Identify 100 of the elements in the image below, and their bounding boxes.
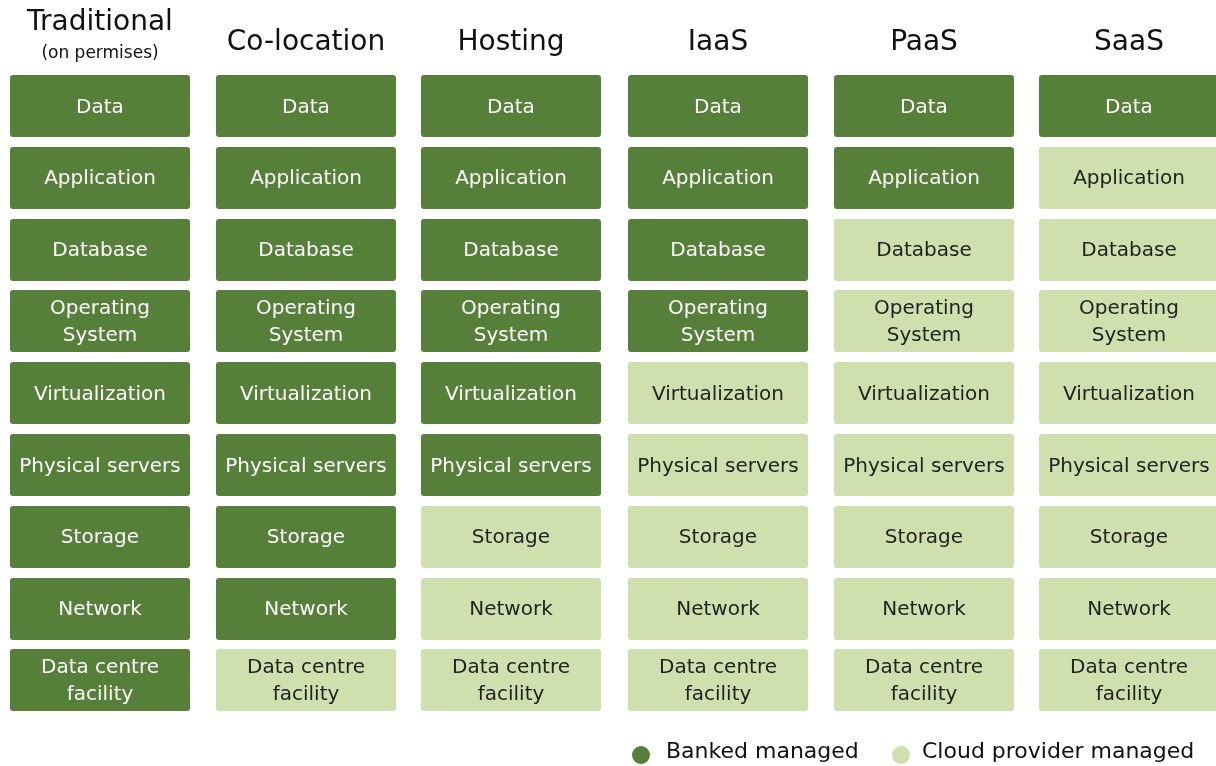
- layer-label: Virtualization: [445, 379, 577, 407]
- layer-box: [1039, 75, 1216, 137]
- layer-label: Database: [52, 236, 148, 264]
- layer-label: Data: [487, 92, 535, 120]
- layer-box: [10, 146, 190, 209]
- layer-label: Operating System: [49, 294, 151, 349]
- layer-label: Storage: [1089, 523, 1169, 551]
- layer-box: [216, 505, 396, 568]
- layer-box: [10, 218, 190, 281]
- layer-box: [628, 146, 808, 209]
- layer-label: Data centre facility: [864, 653, 984, 708]
- layer-box: [216, 577, 396, 640]
- layer-label: Data: [76, 92, 124, 120]
- layer-box: [216, 146, 396, 209]
- layer-label: Virtualization: [652, 379, 784, 407]
- layer-box: [421, 434, 601, 496]
- layer-box: [834, 577, 1014, 640]
- layer-box: [628, 649, 808, 712]
- layer-label: Storage: [266, 523, 346, 551]
- layer-box: [421, 218, 601, 281]
- layer-box: [216, 362, 396, 425]
- layer-label: Virtualization: [1063, 379, 1195, 407]
- layer-box: [1039, 290, 1216, 353]
- layer-box: [628, 362, 808, 425]
- layer-box: [834, 218, 1014, 281]
- layer-box: [1039, 505, 1216, 568]
- layer-label: Network: [58, 595, 142, 623]
- layer-box: [628, 75, 808, 137]
- layer-label: Physical servers: [19, 451, 181, 479]
- layer-box: [1039, 649, 1216, 712]
- layer-box: [10, 362, 190, 425]
- layer-label: Physical servers: [843, 451, 1005, 479]
- layer-box: [10, 75, 190, 137]
- layer-box: [628, 577, 808, 640]
- layer-label: Virtualization: [34, 379, 166, 407]
- layer-box: [834, 75, 1014, 137]
- layer-box: [216, 75, 396, 137]
- layer-box: [216, 649, 396, 712]
- layer-label: Database: [670, 236, 766, 264]
- layer-label: Data: [1105, 92, 1153, 120]
- layer-box: [628, 218, 808, 281]
- layer-label: Physical servers: [1048, 451, 1210, 479]
- layer-label: Network: [882, 595, 966, 623]
- layer-label: Network: [469, 595, 553, 623]
- layer-label: Network: [264, 595, 348, 623]
- layer-label: Data centre facility: [40, 653, 160, 708]
- layer-box: [421, 362, 601, 425]
- layer-box: [834, 290, 1014, 353]
- layer-box: [834, 146, 1014, 209]
- layer-label: Storage: [884, 523, 964, 551]
- layer-label: Operating System: [873, 294, 975, 349]
- layer-label: Storage: [471, 523, 551, 551]
- layer-box: [834, 505, 1014, 568]
- layer-label: Network: [676, 595, 760, 623]
- layer-label: Operating System: [667, 294, 769, 349]
- layer-box: [834, 649, 1014, 712]
- layer-box: [421, 146, 601, 209]
- column-heading: Traditional: [26, 4, 174, 37]
- layer-label: Physical servers: [637, 451, 799, 479]
- layer-label: Data centre facility: [1069, 653, 1189, 708]
- layer-box: [421, 75, 601, 137]
- layer-box: [1039, 577, 1216, 640]
- layer-label: Database: [258, 236, 354, 264]
- layer-box: [834, 434, 1014, 496]
- layer-box: [10, 577, 190, 640]
- layer-label: Storage: [60, 523, 140, 551]
- column-heading: SaaS: [1093, 24, 1165, 57]
- layer-box: [1039, 362, 1216, 425]
- layer-label: Network: [1087, 595, 1171, 623]
- legend-label: Banked managed: [666, 738, 859, 763]
- layer-label: Data centre facility: [658, 653, 778, 708]
- layer-box: [1039, 146, 1216, 209]
- column-heading: Hosting: [456, 24, 566, 57]
- layer-label: Application: [662, 164, 774, 192]
- layer-label: Data centre facility: [451, 653, 571, 708]
- layer-label: Virtualization: [240, 379, 372, 407]
- layer-label: Physical servers: [225, 451, 387, 479]
- layer-box: [216, 290, 396, 353]
- layer-label: Application: [44, 164, 156, 192]
- layer-label: Database: [1081, 236, 1177, 264]
- layer-label: Data: [694, 92, 742, 120]
- layer-label: Physical servers: [430, 451, 592, 479]
- column-heading: PaaS: [889, 24, 959, 57]
- layer-label: Application: [868, 164, 980, 192]
- layer-box: [1039, 218, 1216, 281]
- layer-label: Application: [455, 164, 567, 192]
- layer-label: Storage: [678, 523, 758, 551]
- layer-label: Application: [1073, 164, 1185, 192]
- layer-label: Data: [282, 92, 330, 120]
- layer-label: Database: [463, 236, 559, 264]
- layer-box: [1039, 434, 1216, 496]
- layer-label: Operating System: [460, 294, 562, 349]
- layer-label: Application: [250, 164, 362, 192]
- layer-box: [421, 505, 601, 568]
- layer-box: [10, 434, 190, 496]
- layer-label: Virtualization: [858, 379, 990, 407]
- layer-box: [421, 577, 601, 640]
- column-subheading: (on permises): [40, 42, 160, 62]
- column-heading: IaaS: [686, 24, 750, 57]
- layer-box: [628, 505, 808, 568]
